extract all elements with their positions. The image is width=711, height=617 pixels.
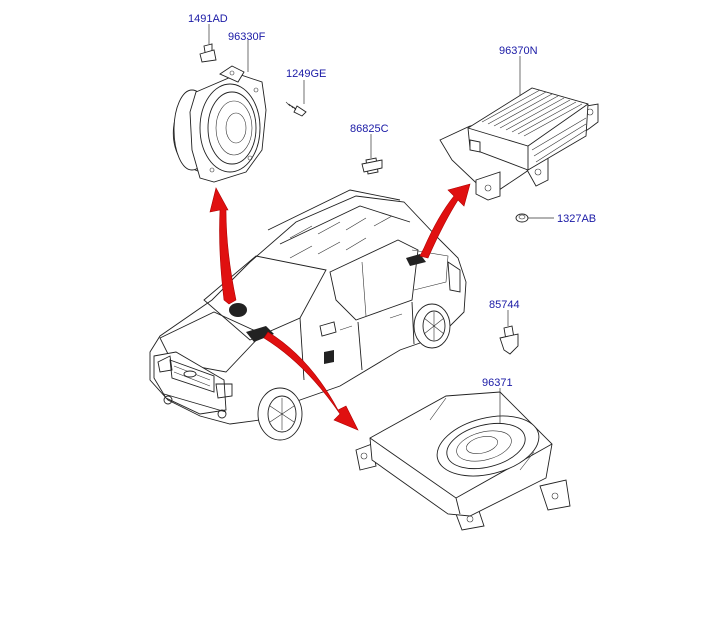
vehicle-body <box>149 189 467 441</box>
label-85744: 85744 <box>489 299 520 311</box>
clip-86825c[interactable] <box>361 157 383 175</box>
front-door-speaker[interactable] <box>172 65 267 183</box>
arrow-to-subwoofer <box>263 331 359 431</box>
leader-lines <box>208 24 554 424</box>
fastener-85744[interactable] <box>499 325 519 355</box>
label-1327ab: 1327AB <box>557 213 596 225</box>
amplifier-mark <box>406 254 426 266</box>
nut-1327ab[interactable] <box>515 213 529 223</box>
speaker-location-marks <box>229 254 426 364</box>
label-1249ge: 1249GE <box>286 68 326 80</box>
subwoofer-mark <box>246 326 274 342</box>
label-96371: 96371 <box>482 377 513 389</box>
amplifier-unit[interactable] <box>439 87 599 201</box>
label-96330f: 96330F <box>228 31 266 43</box>
label-96370n: 96370N <box>499 45 538 57</box>
label-86825c: 86825C <box>350 123 389 135</box>
arrow-to-speaker <box>209 187 237 305</box>
label-1491ad: 1491AD <box>188 13 228 25</box>
location-arrows <box>209 183 471 431</box>
subwoofer-unit[interactable] <box>355 391 571 531</box>
front-speaker-mark <box>229 303 247 317</box>
screw-1249ge[interactable] <box>285 101 307 117</box>
arrow-to-amplifier <box>419 183 471 259</box>
screw-1491ad[interactable] <box>199 43 217 63</box>
